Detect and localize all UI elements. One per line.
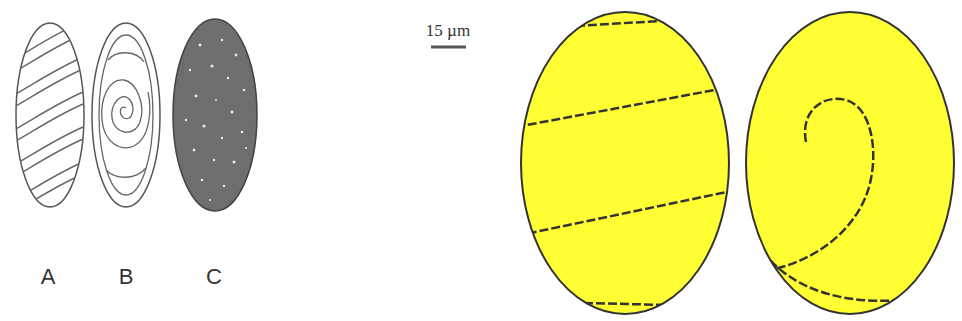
part-letter: C	[206, 266, 222, 288]
spiral-cell	[92, 23, 160, 207]
scale-bar	[431, 46, 466, 49]
yellow-banded-cell	[516, 12, 736, 314]
part-letter: B	[119, 266, 134, 288]
scale-label: 15 µm	[426, 22, 470, 39]
part-letter: A	[41, 266, 56, 288]
yellow-spiral-cell	[746, 12, 954, 314]
banded-cell	[14, 0, 88, 212]
speckled-cell	[173, 19, 257, 211]
